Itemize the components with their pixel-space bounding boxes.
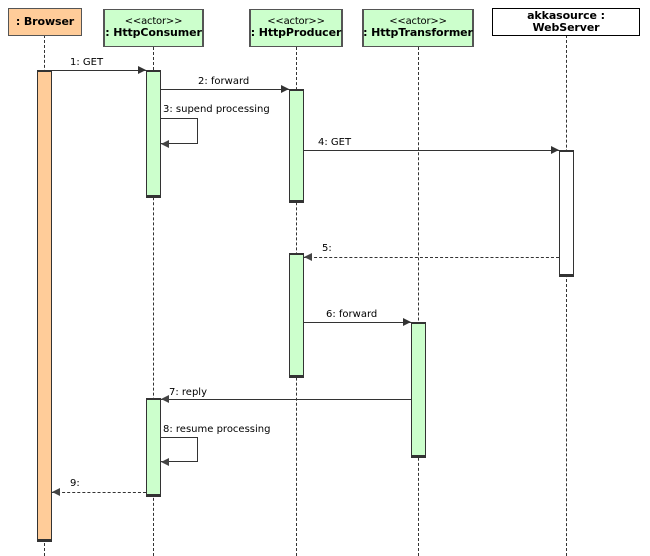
message-1-arrowhead: [138, 66, 146, 74]
message-7-arrowhead: [161, 395, 169, 403]
participant-transformer-label: : HttpTransformer: [363, 26, 473, 40]
message-9-line: [52, 492, 146, 493]
activation-consumer-2: [146, 398, 161, 497]
message-4-arrowhead: [551, 146, 559, 154]
message-5-arrowhead: [304, 253, 312, 261]
message-3-label: 3: supend processing: [163, 104, 270, 115]
activation-producer-1: [289, 89, 304, 203]
participant-producer-label: : HttpProducer: [250, 26, 342, 40]
activation-producer-2: [289, 253, 304, 378]
message-9-arrowhead: [52, 488, 60, 496]
message-6-arrowhead: [403, 318, 411, 326]
message-6-label: 6: forward: [326, 309, 378, 320]
lifeline-webserver: [566, 35, 567, 556]
message-4-line: [304, 150, 559, 151]
participant-browser[interactable]: : Browser: [8, 8, 82, 36]
message-8-label: 8: resume processing: [163, 424, 271, 435]
message-7-label: 7: reply: [169, 387, 207, 398]
message-9-label: 9:: [70, 478, 80, 489]
participant-consumer-label: : HttpConsumer: [105, 26, 202, 40]
participant-webserver-label: akkasource : WebServer: [527, 9, 605, 34]
participant-producer-stereotype: <<actor>>: [267, 15, 325, 27]
message-6-line: [304, 322, 411, 323]
participant-producer[interactable]: <<actor>> : HttpProducer: [249, 9, 343, 47]
participant-transformer-stereotype: <<actor>>: [389, 15, 447, 27]
lifeline-consumer: [153, 47, 154, 556]
participant-webserver[interactable]: akkasource : WebServer: [492, 8, 640, 36]
message-8-arrowhead: [161, 458, 169, 466]
message-5-line: [304, 257, 559, 258]
message-2-label: 2: forward: [198, 76, 250, 87]
message-2-line: [161, 89, 289, 90]
message-5-label: 5:: [322, 243, 332, 254]
participant-consumer-stereotype: <<actor>>: [124, 15, 183, 27]
message-7-line: [161, 399, 411, 400]
participant-transformer[interactable]: <<actor>> : HttpTransformer: [362, 9, 474, 47]
activation-webserver-1: [559, 150, 574, 277]
activation-browser: [37, 70, 52, 542]
message-3-loop: [161, 118, 198, 144]
participant-consumer[interactable]: <<actor>> : HttpConsumer: [103, 9, 204, 47]
message-3-arrowhead: [161, 140, 169, 148]
message-8-loop: [161, 437, 198, 462]
activation-consumer-1: [146, 70, 161, 198]
message-4-label: 4: GET: [318, 137, 352, 148]
activation-transformer-1: [411, 322, 426, 458]
participant-browser-label: : Browser: [15, 15, 75, 29]
message-1-line: [52, 70, 146, 71]
message-1-label: 1: GET: [70, 57, 104, 68]
lifeline-transformer: [418, 47, 419, 556]
message-2-arrowhead: [281, 85, 289, 93]
